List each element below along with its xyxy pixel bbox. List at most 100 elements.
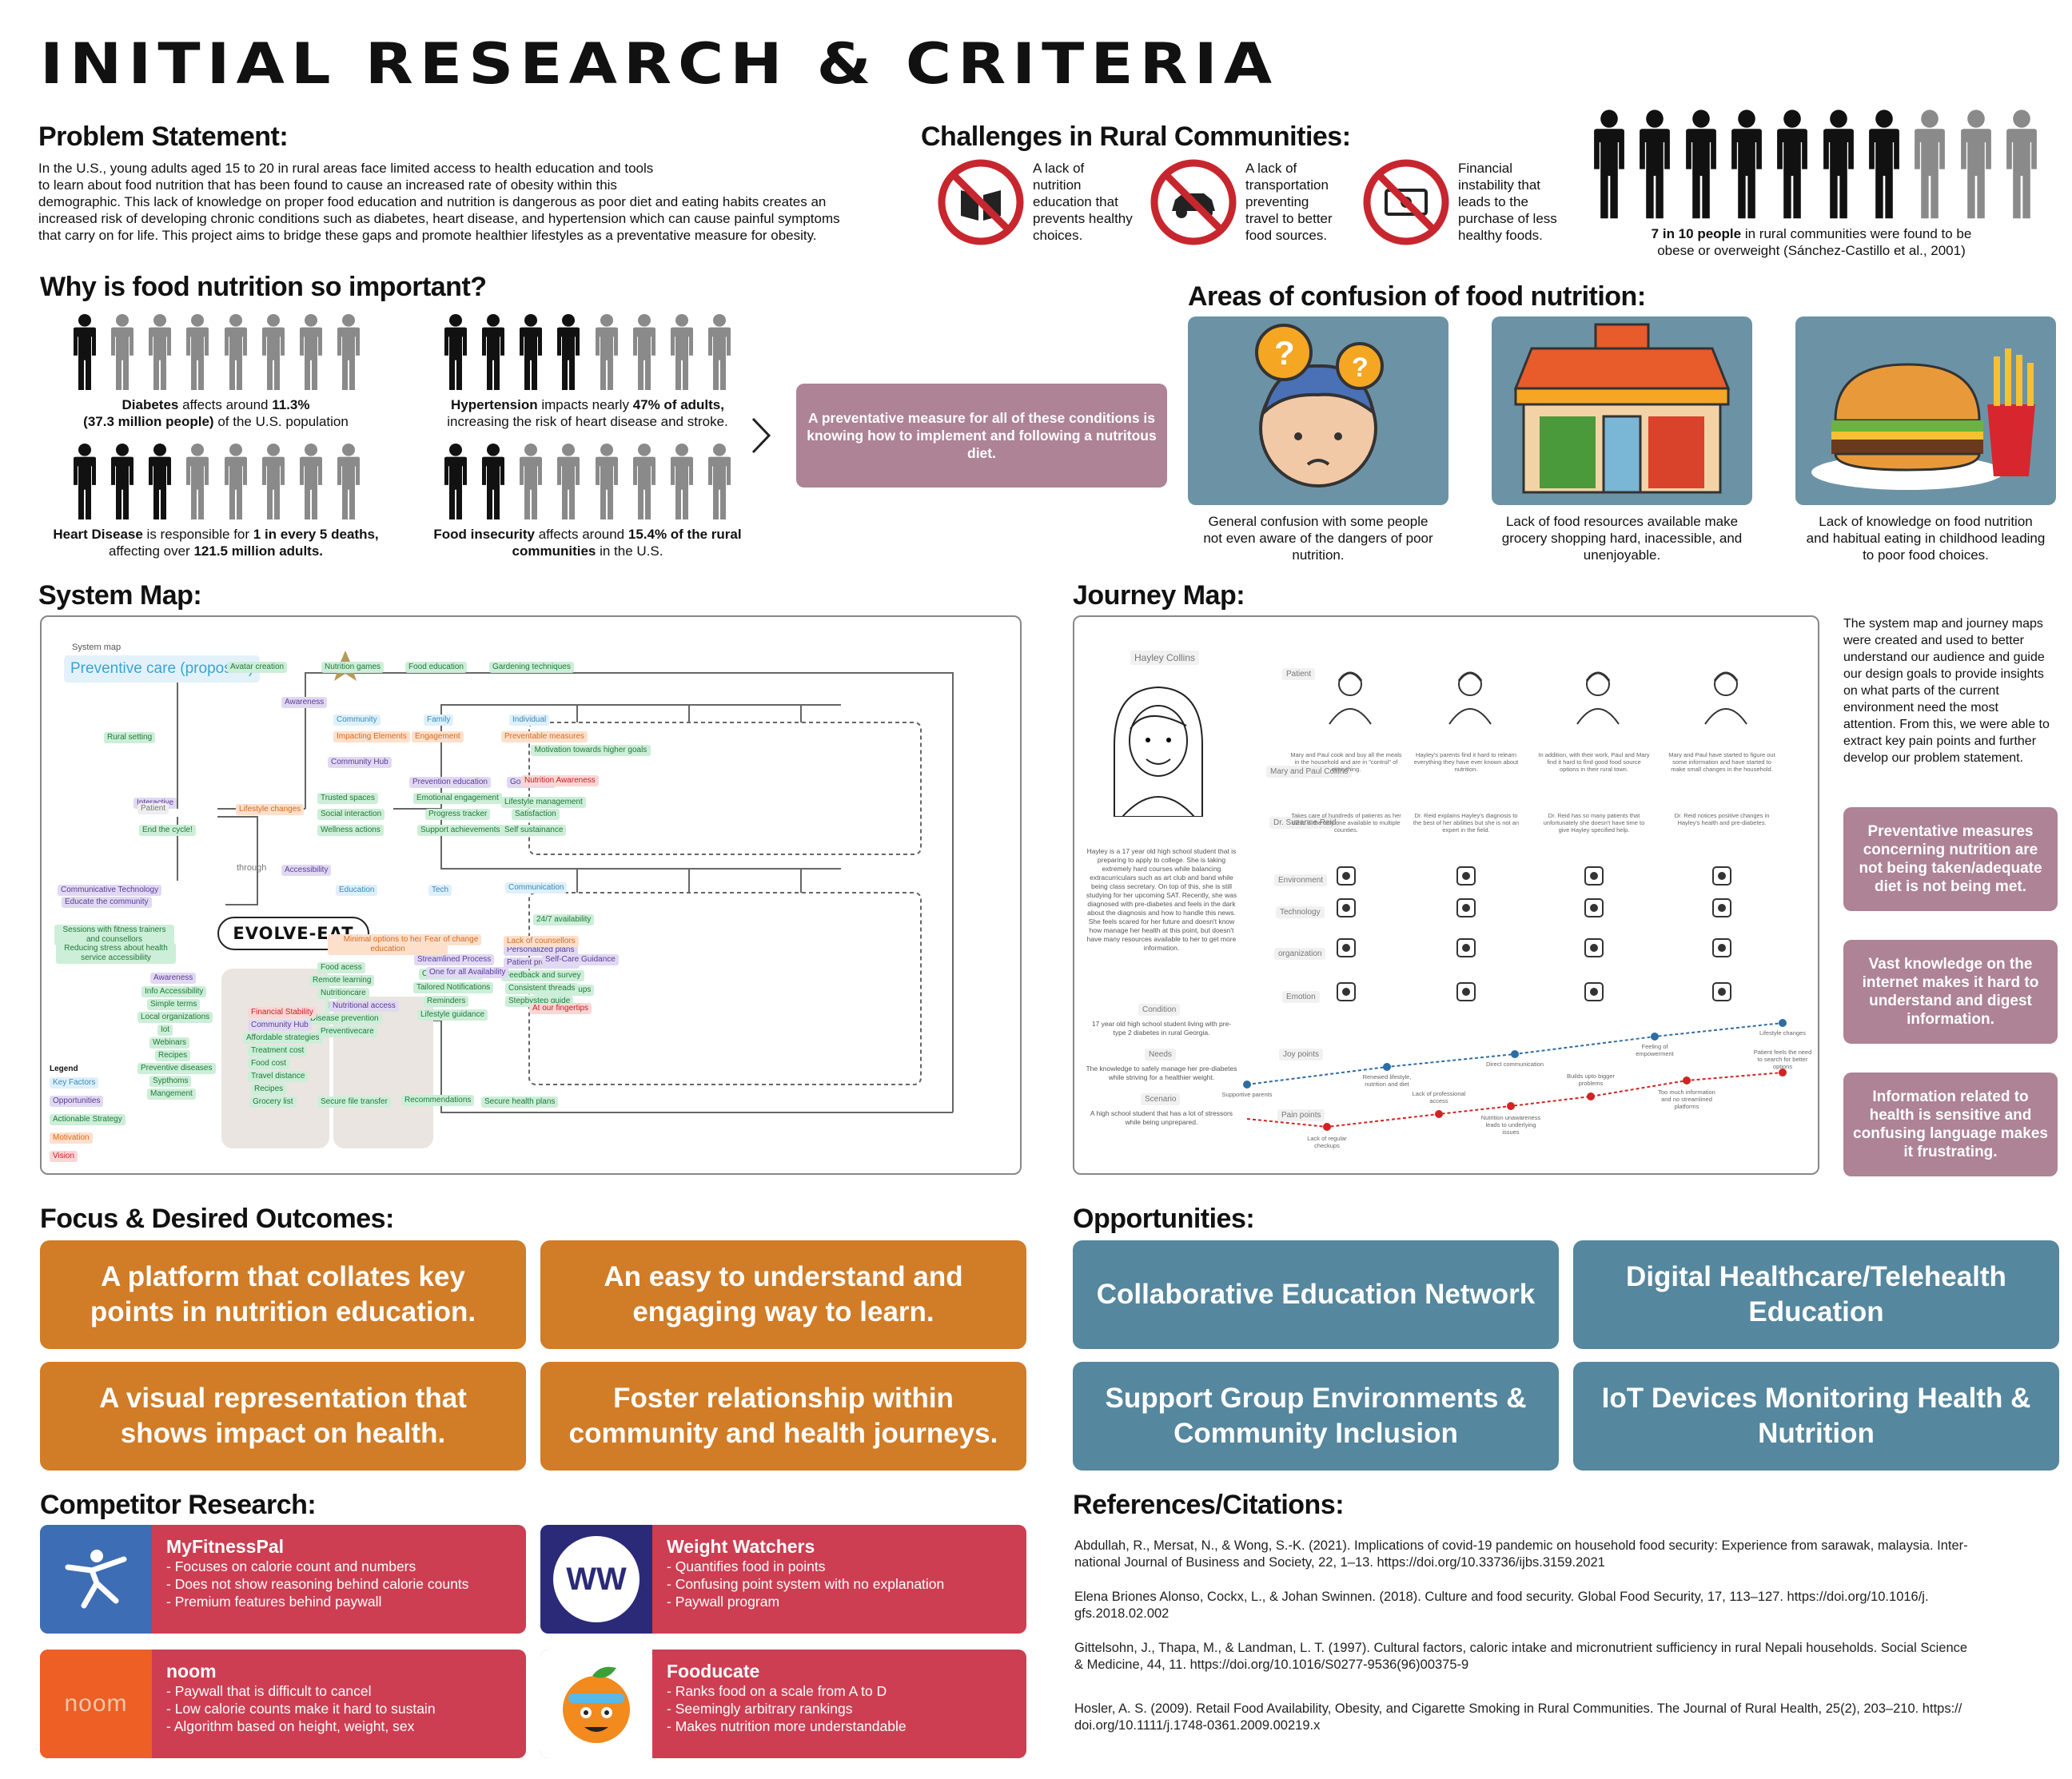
row-pain-points: Pain points xyxy=(1277,1109,1325,1121)
focus-card-2: An easy to understand and engaging way t… xyxy=(540,1240,1026,1349)
system-map-node: At our fingertips xyxy=(529,1003,592,1014)
joy-label: Supportive parents xyxy=(1221,1091,1273,1098)
svg-text:?: ? xyxy=(1274,334,1295,372)
competitor-name: Weight Watchers xyxy=(667,1536,815,1557)
system-map-node: Progress tracker xyxy=(425,809,491,820)
competitor-name: noom xyxy=(166,1661,217,1681)
person-icon xyxy=(632,313,655,391)
reference-line: Elena Briones Alonso, Cockx, L., & Johan… xyxy=(1074,1590,1929,1604)
journey-touchpoint-icon xyxy=(1711,937,1733,963)
stat-bold: 1 in every 5 deaths, xyxy=(253,527,379,542)
person-icon xyxy=(74,313,96,391)
reference-line: doi.org/10.1111/j.1748-0361.2009.00219.x xyxy=(1074,1718,1321,1733)
person-icon xyxy=(670,443,693,520)
ww-logo-text: WW xyxy=(553,1536,640,1622)
food-insecurity-stat: Food insecurity affects around 15.4% of … xyxy=(400,526,775,559)
joy-point xyxy=(1779,1019,1787,1027)
system-map-node: Info Accessibility xyxy=(141,986,207,997)
row-patient: Patient xyxy=(1282,668,1316,680)
system-map-node: Tailored Notifications xyxy=(413,982,494,993)
system-map-node: Nutrition games xyxy=(321,662,385,673)
stat-bold: 121.5 million adults. xyxy=(193,543,324,559)
system-map-node: Food acess xyxy=(317,962,365,973)
person-icon xyxy=(444,443,467,520)
competitor-point: - Paywall program xyxy=(667,1594,780,1610)
system-map-node: Awareness xyxy=(150,973,197,984)
confusion-line: to poor food choices. xyxy=(1863,547,1989,563)
reference-line: national Journal of Business and Society… xyxy=(1074,1555,1605,1570)
pain-point-1: Preventative measures concerning nutriti… xyxy=(1843,807,2058,911)
reference-4: Hosler, A. S. (2009). Retail Food Availa… xyxy=(1074,1701,2058,1734)
system-map-node: Awareness xyxy=(281,697,328,708)
pain-point xyxy=(1779,1069,1787,1077)
scenario-label: Scenario xyxy=(1141,1093,1181,1105)
persona-name: Hayley Collins xyxy=(1130,651,1200,665)
person-icon xyxy=(1915,109,1946,219)
system-map-node: Community xyxy=(333,714,381,726)
system-map-node: Patient xyxy=(137,803,169,814)
person-icon xyxy=(111,313,134,391)
joy-label: Renewed lifestyle, nutrition and diet xyxy=(1362,1073,1412,1088)
journey-sketch-icon xyxy=(1566,662,1630,730)
system-map-node: Trusted spaces xyxy=(317,793,378,804)
competitor-card-weightwatchers: WW Weight Watchers - Quantifies food in … xyxy=(540,1525,1026,1634)
confusion-line: and habitual eating in childhood leading xyxy=(1806,531,2046,546)
person-icon xyxy=(670,313,693,391)
person-icon xyxy=(520,443,543,520)
focus-card-1: A platform that collates key points in n… xyxy=(40,1240,526,1349)
stat-text: increasing the risk of heart disease and… xyxy=(447,414,728,429)
hypertension-stat: Hypertension impacts nearly 47% of adult… xyxy=(400,396,775,430)
system-map-node: 24/7 availability xyxy=(533,914,595,925)
competitor-name: Fooducate xyxy=(667,1661,760,1681)
system-map-node: Fear of change xyxy=(421,934,482,945)
system-map-node: Emotional engagement xyxy=(413,793,502,804)
challenge-line: travel to better xyxy=(1245,211,1333,226)
system-map-frame: System map Preventive care (proposed) EV… xyxy=(40,615,1022,1175)
journey-touchpoint-icon xyxy=(1583,981,1605,1007)
competitor-name: MyFitnessPal xyxy=(166,1536,284,1557)
system-map-node: Educate the community xyxy=(62,897,152,908)
journey-cell: Dr. Reid notices positive changes in Hay… xyxy=(1674,812,1770,826)
person-icon xyxy=(595,313,618,391)
opportunity-card-1: Collaborative Education Network xyxy=(1073,1240,1559,1349)
journey-cell: Mary and Paul have started to figure out… xyxy=(1668,751,1775,773)
person-icon xyxy=(1823,109,1854,219)
diabetes-people-icons xyxy=(69,313,365,392)
journey-cell: Mary and Paul cook and buy all the meals… xyxy=(1290,751,1402,773)
pain-point xyxy=(1587,1092,1595,1100)
system-map-node: Streamlined Process xyxy=(414,954,495,965)
person-icon xyxy=(1960,109,1991,219)
legend-key-factors: Key Factors xyxy=(50,1077,99,1088)
person-icon xyxy=(261,313,285,391)
journey-touchpoint-icon xyxy=(1711,865,1733,891)
challenge-line: transportation xyxy=(1245,177,1329,193)
journey-touchpoint-icon xyxy=(1583,897,1605,923)
competitor-point: - Low calorie counts make it hard to sus… xyxy=(166,1701,436,1717)
journey-cell: Hayley's parents find it hard to relearn… xyxy=(1413,751,1519,773)
system-map-node: End the cycle! xyxy=(139,825,196,836)
stat-bold: Food insecurity xyxy=(433,527,535,542)
problem-line: In the U.S., young adults aged 15 to 20 … xyxy=(38,161,654,176)
system-map-node: One for all Availability xyxy=(426,967,509,978)
system-map-node: Self sustainance xyxy=(501,825,567,836)
system-map-node: Community Hub xyxy=(248,1020,312,1031)
problem-line: increased risk of developing chronic con… xyxy=(38,211,840,226)
stat-bold: (37.3 million people) xyxy=(83,414,214,429)
reference-2: Elena Briones Alonso, Cockx, L., & Johan… xyxy=(1074,1589,2058,1622)
system-map-node: Financial Stability xyxy=(248,1007,317,1018)
system-map-node: Education xyxy=(336,885,378,896)
journey-cell: In addition, with their work, Paul and M… xyxy=(1538,751,1650,773)
competitor-point: - Confusing point system with no explana… xyxy=(667,1576,945,1592)
system-map-node: Lifestyle guidance xyxy=(417,1009,488,1021)
pain-point xyxy=(1507,1102,1515,1110)
person-icon xyxy=(224,313,247,391)
journey-cell: Dr. Reid has so many patients that unfor… xyxy=(1543,812,1645,834)
person-icon xyxy=(337,443,360,520)
legend-opportunities: Opportunities xyxy=(50,1096,104,1107)
focus-card-3: A visual representation that shows impac… xyxy=(40,1362,526,1471)
person-icon xyxy=(708,313,731,391)
stat-bold: Heart Disease xyxy=(53,527,143,542)
weightwatchers-logo-icon: WW xyxy=(540,1525,652,1634)
